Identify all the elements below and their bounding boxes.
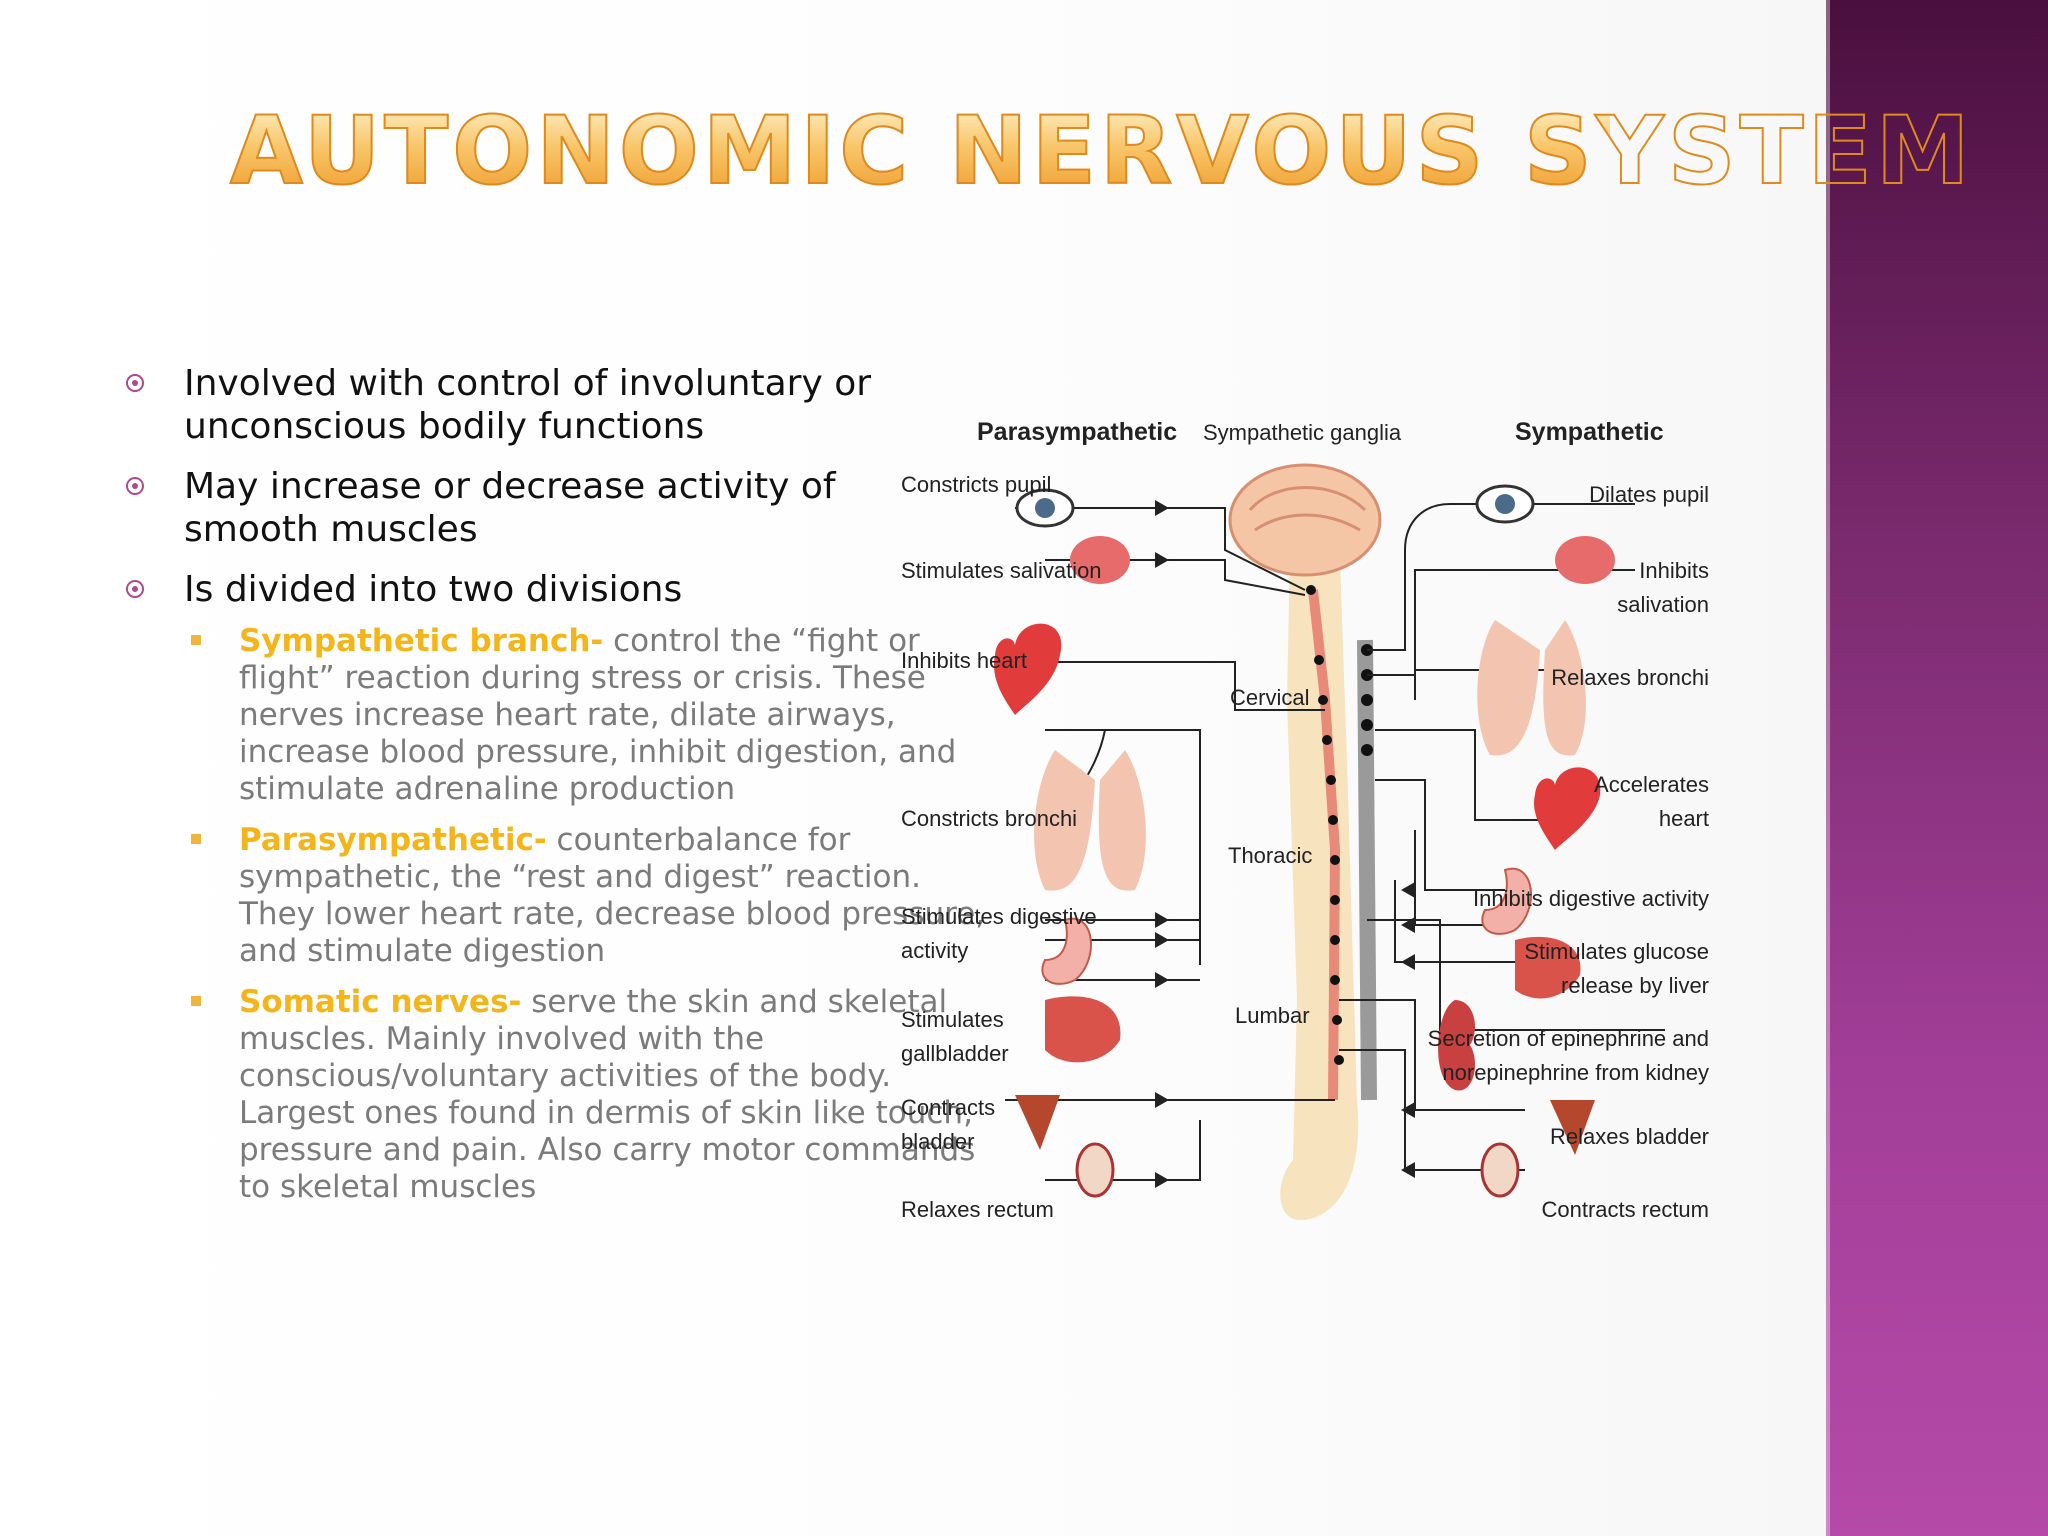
sympathetic-ganglia-header: Sympathetic ganglia [1203, 420, 1402, 445]
bladder-icon [1550, 1100, 1595, 1155]
label-dilates-pupil: Dilates pupil [1589, 482, 1709, 507]
bullet-item: May increase or decrease activity of smo… [120, 465, 880, 551]
bullet-item: Is divided into two divisions [120, 568, 880, 611]
sub-bullet-text: serve the skin and skeletal muscles. Mai… [239, 984, 976, 1205]
bullet-text: May increase or decrease activity of smo… [184, 466, 836, 550]
sub-bullet-text: control the “fight or flight” reaction d… [239, 623, 957, 807]
bullet-circle-icon [126, 580, 144, 598]
label-relaxes-bronchi: Relaxes bronchi [1551, 665, 1709, 690]
label-norepinephrine-from-kidney: norepinephrine from kidney [1442, 1060, 1709, 1085]
label-contracts-rectum: Contracts rectum [1542, 1197, 1710, 1222]
label-stimulates-glucose: Stimulates glucose [1524, 939, 1709, 964]
bullet-text: Is divided into two divisions [184, 569, 683, 610]
autonomic-nervous-system-diagram: Parasympathetic Sympathetic ganglia Symp… [901, 418, 1710, 1222]
heart-icon [994, 623, 1062, 715]
bullet-item: Involved with control of involuntary or … [120, 362, 880, 448]
heart-icon [1534, 767, 1601, 850]
eye-icon [1475, 484, 1535, 524]
label-constricts-pupil: Constricts pupil [901, 472, 1051, 497]
brain-icon [1228, 463, 1382, 577]
nerve-arrow-markers [1155, 500, 1415, 1188]
salivary-gland-icon [1555, 536, 1615, 584]
label-thoracic: Thoracic [1228, 843, 1312, 868]
label-bladder: bladder [901, 1129, 974, 1154]
sub-bullet-text: counterbalance for sympathetic, the “res… [239, 822, 986, 969]
rectum-icon [1480, 1142, 1520, 1198]
label-digestive-activity: activity [901, 938, 968, 963]
label-accelerates: Accelerates [1594, 772, 1709, 797]
eye-icon [1015, 488, 1075, 528]
square-bullet-icon [191, 834, 201, 844]
label-relaxes-rectum: Relaxes rectum [901, 1197, 1054, 1222]
sub-bullet-heading: Parasympathetic- [239, 822, 547, 858]
label-release-by-liver: release by liver [1561, 973, 1709, 998]
label-secretion-of-epinephrine: Secretion of epinephrine and [1428, 1026, 1709, 1051]
parasympathetic-nerves [1005, 507, 1335, 1181]
stomach-icon [1041, 917, 1092, 985]
sub-bullet-heading: Sympathetic branch- [239, 623, 604, 659]
slide-background [0, 0, 1826, 1536]
sympathetic-header: Sympathetic [1515, 418, 1664, 446]
label-stimulates-digestive: Stimulates digestive [901, 904, 1097, 929]
decorative-sidebar [1826, 0, 2048, 1536]
label-constricts-bronchi: Constricts bronchi [901, 806, 1077, 831]
label-lumbar: Lumbar [1235, 1003, 1310, 1028]
label-inhibits-heart: Inhibits heart [901, 648, 1027, 673]
label-gallbladder: gallbladder [901, 1041, 1009, 1066]
square-bullet-icon [191, 996, 201, 1006]
label-salivation: salivation [1617, 592, 1709, 617]
label-inhibits-digestive-activity: Inhibits digestive activity [1473, 886, 1709, 911]
bullet-circle-icon [126, 477, 144, 495]
label-contracts: Contracts [901, 1095, 995, 1120]
lungs-icon [1034, 750, 1146, 891]
stomach-icon [1481, 867, 1532, 935]
liver-icon [1515, 936, 1581, 999]
kidney-icon [1438, 1000, 1475, 1091]
label-cervical: Cervical [1230, 685, 1309, 710]
liver-icon [1045, 996, 1121, 1063]
salivary-gland-icon [1070, 536, 1130, 584]
rectum-icon [1075, 1142, 1115, 1198]
parasympathetic-header: Parasympathetic [977, 418, 1177, 446]
slide-title: AUTONOMIC NERVOUS SYSTEM [229, 97, 1974, 206]
sub-bullet-sympathetic: Sympathetic branch- control the “fight o… [191, 623, 991, 808]
sub-bullet-heading: Somatic nerves- [239, 984, 522, 1020]
label-stimulates-salivation: Stimulates salivation [901, 558, 1102, 583]
label-stimulates: Stimulates [901, 1007, 1004, 1032]
bladder-icon [1015, 1095, 1060, 1150]
lungs-icon [1477, 620, 1586, 756]
bullet-circle-icon [126, 374, 144, 392]
label-heart: heart [1659, 806, 1709, 831]
label-inhibits: Inhibits [1639, 558, 1709, 583]
sub-bullet-somatic: Somatic nerves- serve the skin and skele… [191, 984, 991, 1206]
sub-bullet-parasympathetic: Parasympathetic- counterbalance for symp… [191, 822, 991, 970]
sub-bullet-list: Sympathetic branch- control the “fight o… [191, 623, 991, 1206]
label-relaxes-bladder: Relaxes bladder [1550, 1124, 1709, 1149]
spinal-cord-icon [1280, 539, 1377, 1220]
bullet-list: Involved with control of involuntary or … [120, 362, 985, 1220]
bullet-text: Involved with control of involuntary or … [184, 363, 872, 447]
square-bullet-icon [191, 635, 201, 645]
